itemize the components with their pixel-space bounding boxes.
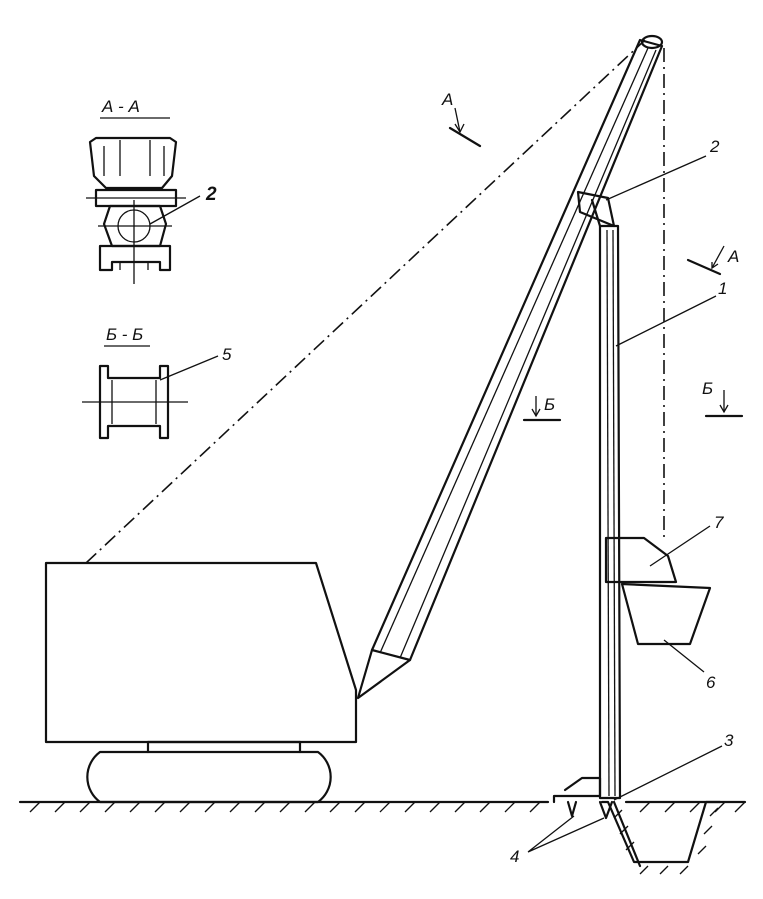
callout-2: 2 — [709, 137, 720, 156]
section-marker-a-left: А — [441, 90, 482, 148]
callout-5: 5 — [222, 345, 232, 364]
crawler-track — [86, 740, 332, 804]
ground — [18, 800, 747, 813]
section-bb-view: Б - Б 5 — [82, 325, 232, 440]
callout-7: 7 — [714, 513, 724, 532]
section-bb-title: Б - Б — [106, 325, 143, 344]
section-marker-b-right: Б — [702, 379, 744, 418]
section-mark-a-right: А — [727, 247, 739, 266]
section-mark-b-left: Б — [544, 395, 555, 414]
section-aa-view: А - А 2 — [86, 97, 217, 284]
section-aa-title: А - А — [101, 97, 140, 116]
guide-mast — [598, 224, 622, 800]
boom — [356, 34, 664, 700]
section-mark-a-left: А — [441, 90, 453, 109]
boom-rope — [85, 39, 646, 564]
callout-2-section: 2 — [205, 184, 217, 205]
callout-leaders: 2 1 7 6 3 4 — [510, 137, 734, 866]
callout-3: 3 — [724, 731, 734, 750]
callout-6: 6 — [706, 673, 716, 692]
grab-bucket — [620, 582, 712, 646]
section-marker-a-right: А — [686, 245, 739, 276]
section-marker-b-left: Б — [522, 395, 562, 422]
boom-bracket — [576, 190, 616, 228]
section-mark-b-right: Б — [702, 379, 713, 398]
ground-hatching — [29, 801, 746, 813]
carriage — [604, 536, 678, 584]
mast-foot — [552, 776, 614, 820]
callout-1: 1 — [718, 279, 727, 298]
callout-4: 4 — [510, 847, 519, 866]
machine-cab — [44, 561, 358, 744]
trench — [600, 800, 722, 875]
